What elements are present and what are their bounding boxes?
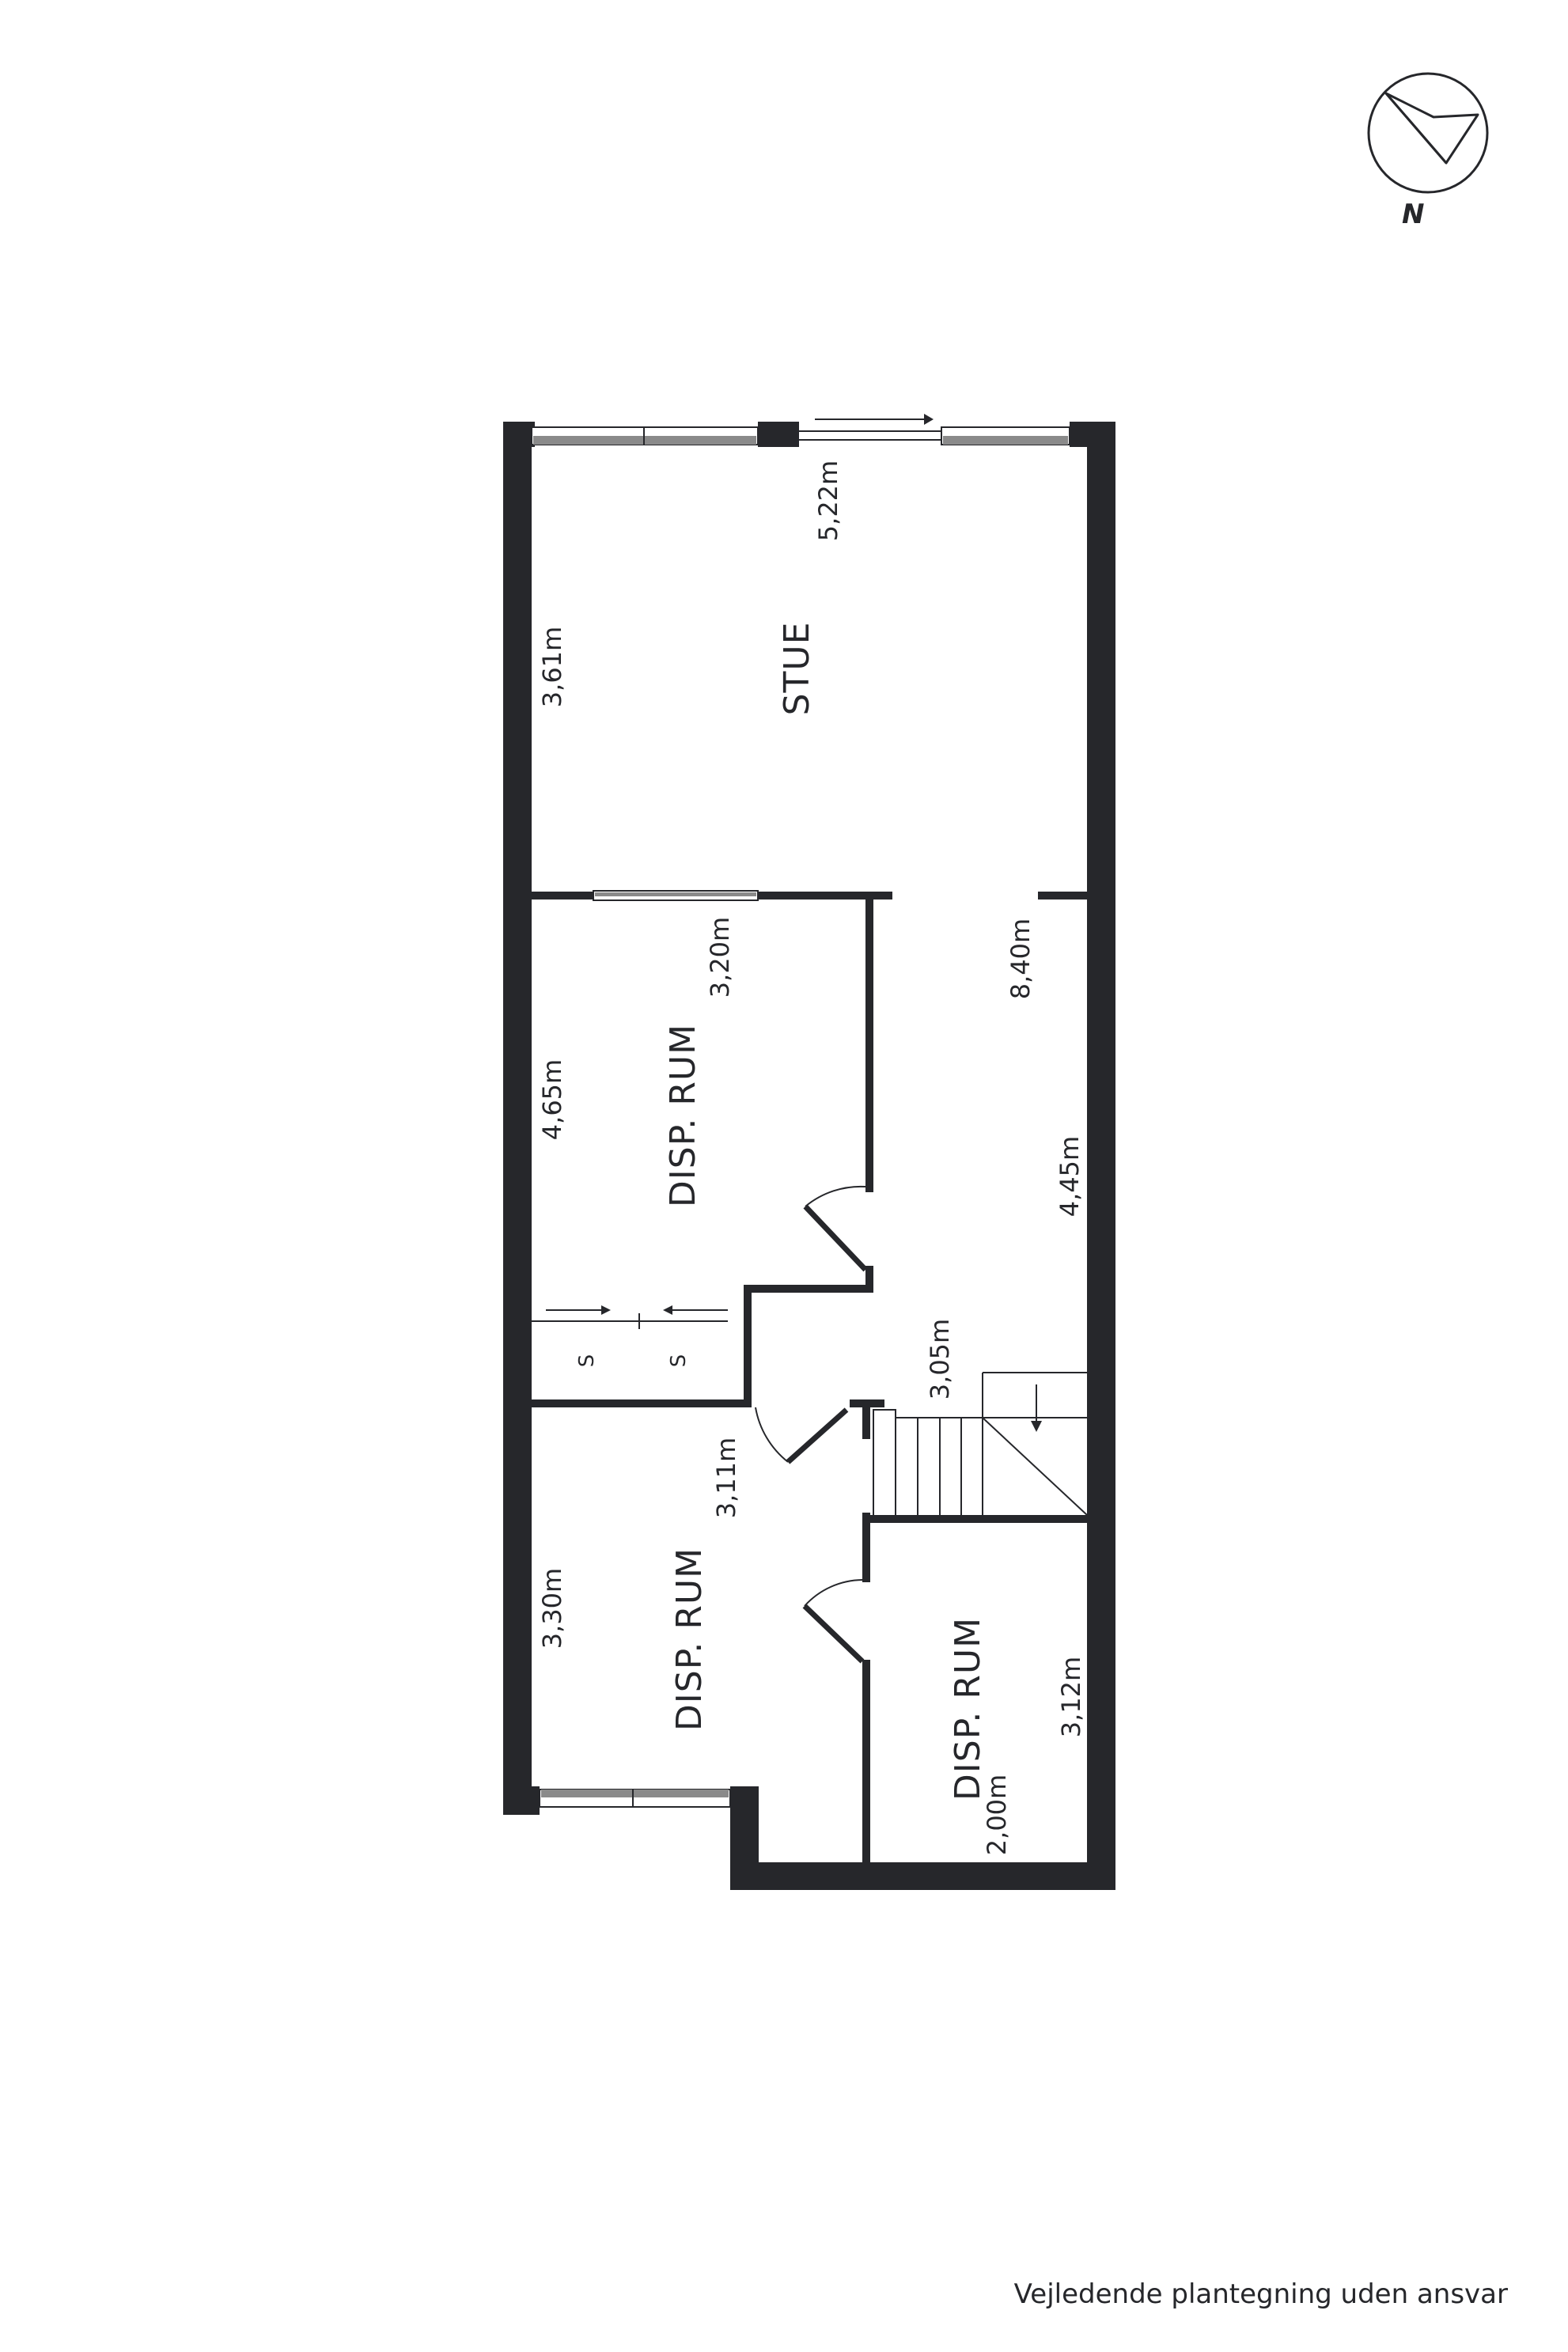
disclaimer-text: Vejledende plantegning uden ansvar: [1013, 2278, 1508, 2310]
dim-stair-width: 3,05m: [925, 1319, 955, 1399]
window-top-left: [531, 426, 759, 445]
closet-label-right: S: [667, 1354, 691, 1368]
compass: N: [1367, 72, 1489, 230]
outer-walls: [503, 422, 1115, 1890]
dim-stue-depth: 3,61m: [537, 627, 567, 707]
dim-hall-lower: 4,45m: [1055, 1136, 1085, 1217]
dim-disp3-depth: 3,12m: [1056, 1657, 1086, 1737]
dim-disp2-depth: 3,30m: [537, 1568, 567, 1649]
window-bottom-left: [539, 1789, 731, 1808]
dim-disp2-width: 3,11m: [711, 1437, 741, 1518]
door-disp-rum-1: [803, 1185, 868, 1272]
dim-disp1-width: 3,20m: [705, 917, 735, 998]
door-disp-rum-3: [802, 1579, 865, 1664]
compass-north-label: N: [1402, 199, 1424, 230]
window-top-right: [941, 426, 1070, 445]
compass-needle: [1384, 92, 1479, 165]
dim-disp3-width: 2,00m: [982, 1774, 1012, 1855]
room-label-stue: STUE: [777, 622, 817, 716]
room-label-disp-rum-1: DISP. RUM: [663, 1024, 703, 1207]
dim-disp1-depth: 4,65m: [537, 1059, 567, 1140]
closet-label-left: S: [575, 1354, 599, 1368]
interior-walls: [532, 892, 1087, 1862]
dim-hall-length: 8,40m: [1006, 918, 1036, 999]
room-label-disp-rum-3: DISP. RUM: [948, 1617, 988, 1801]
sliding-door-top: [799, 414, 941, 441]
staircase: [873, 1372, 1088, 1521]
dim-stue-width: 5,22m: [813, 460, 843, 541]
closet: S S: [532, 1305, 728, 1367]
interior-window: [593, 890, 759, 901]
door-disp-rum-2: [755, 1407, 849, 1464]
compass-ring: [1367, 72, 1489, 194]
room-label-disp-rum-2: DISP. RUM: [669, 1547, 710, 1731]
